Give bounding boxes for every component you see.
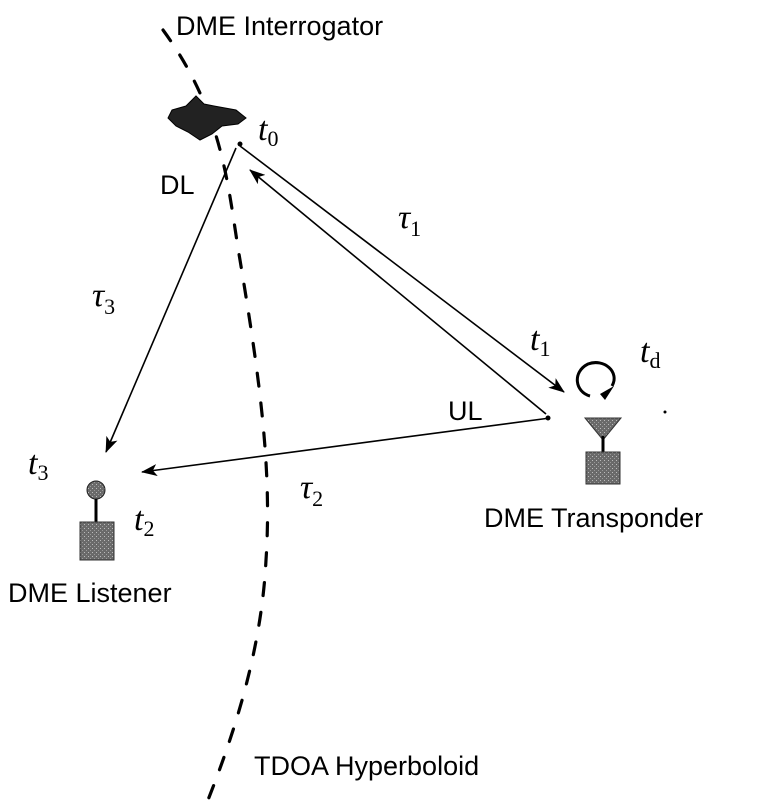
speck-mark: [663, 410, 667, 414]
symbol-t1: t1: [530, 321, 550, 361]
label-interrogator: DME Interrogator: [176, 11, 383, 41]
label-downlink: DL: [160, 170, 195, 200]
edge-interrogator-to-transponder: [239, 145, 565, 393]
transponder-antenna-icon: [545, 415, 623, 485]
tdoa-hyperboloid-curve: [161, 28, 270, 807]
delay-loop-icon: [575, 361, 616, 400]
symbol-tau3: τ3: [92, 277, 115, 319]
symbol-td: td: [640, 333, 660, 373]
label-transponder: DME Transponder: [484, 503, 703, 533]
label-hyperboloid: TDOA Hyperboloid: [254, 751, 479, 781]
symbol-t3: t3: [28, 445, 48, 485]
symbol-tau1: τ1: [398, 199, 421, 241]
label-uplink: UL: [448, 396, 483, 426]
symbol-t2: t2: [134, 501, 154, 541]
aircraft-icon: [167, 95, 247, 147]
label-listener: DME Listener: [8, 578, 172, 608]
edge-transponder-to-interrogator: [249, 169, 547, 415]
listener-node-icon: [79, 480, 115, 561]
symbol-tau2: τ2: [300, 469, 323, 511]
edge-uplink-transponder-to-listener: [141, 417, 551, 476]
edge-downlink-interrogator-to-listener: [105, 147, 237, 453]
symbol-t0: t0: [258, 111, 278, 151]
